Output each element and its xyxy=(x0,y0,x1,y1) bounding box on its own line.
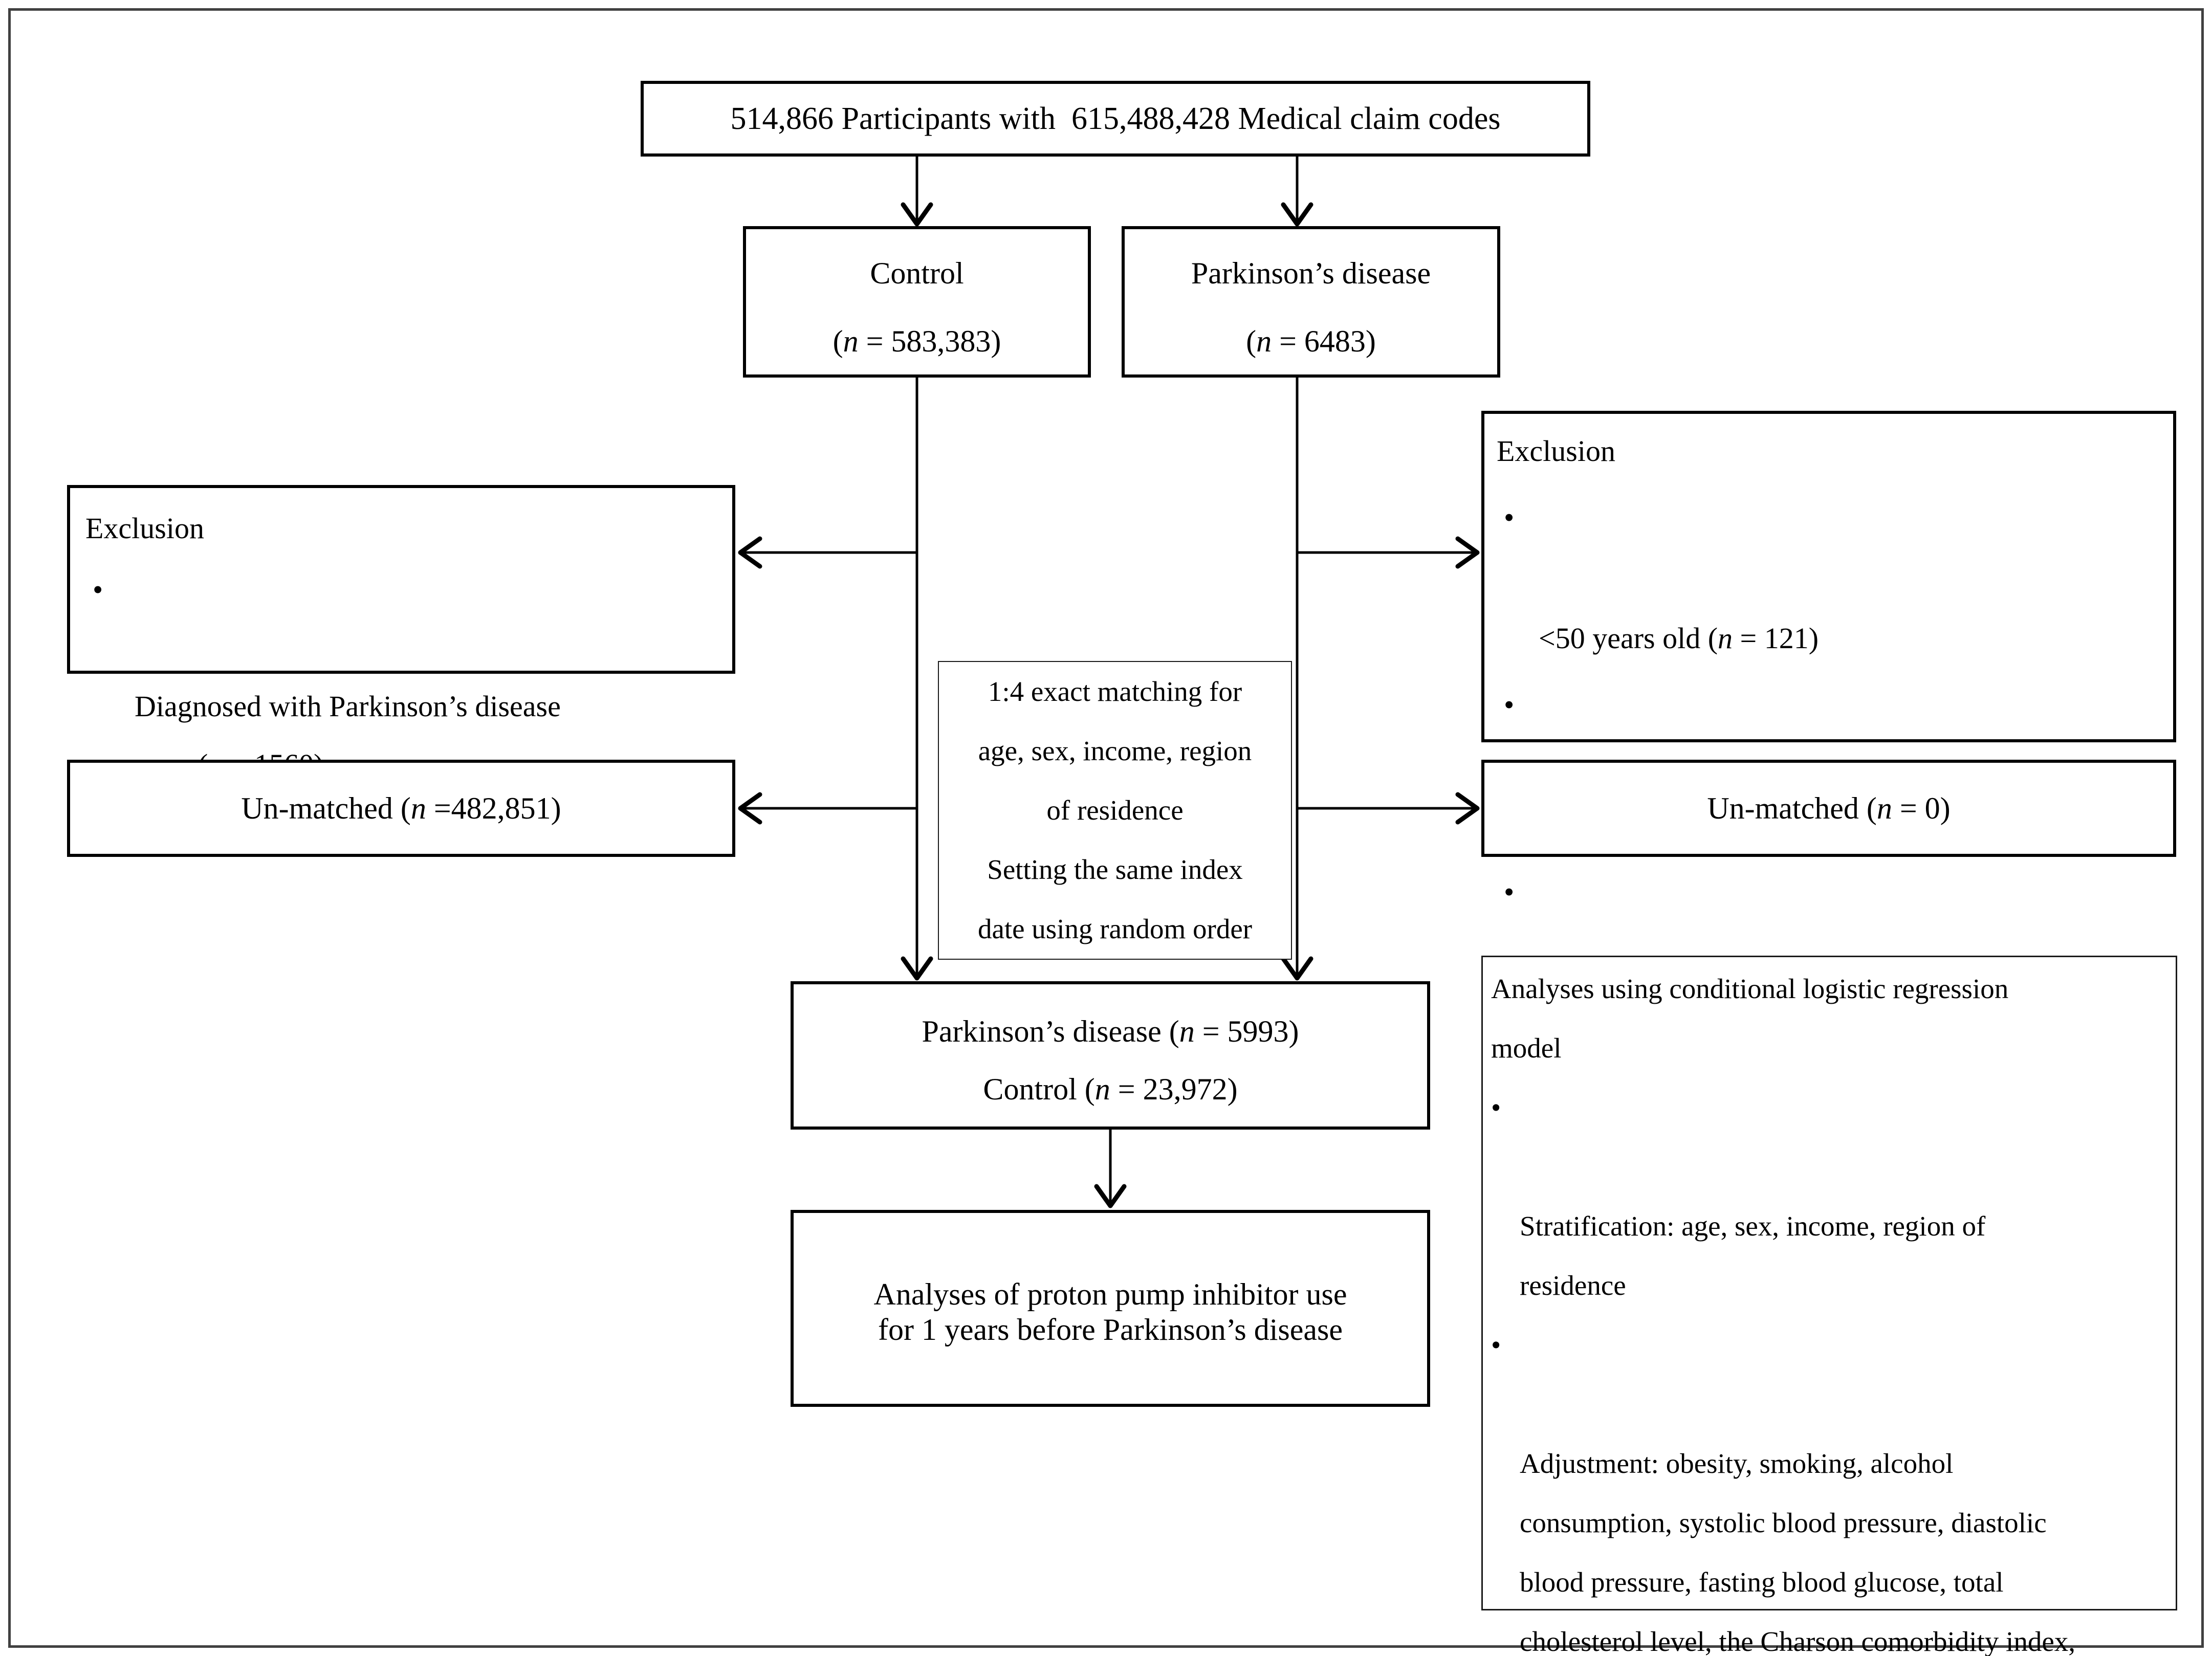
participants-box: 514,866 Participants with 615,488,428 Me… xyxy=(641,81,1590,157)
control-box: Control (n = 583,383) xyxy=(743,226,1091,378)
participants-text: 514,866 Participants with 615,488,428 Me… xyxy=(730,101,1501,136)
control-count: (n = 583,383) xyxy=(833,324,1001,358)
exclusion-right-item: • <50 years old (n = 121) xyxy=(1484,488,2173,669)
figure-border xyxy=(8,8,2204,1648)
arrow-lines xyxy=(743,157,1476,1204)
bullet-icon: • xyxy=(1504,875,1515,909)
regression-item: • Stratification: age, sex, income, regi… xyxy=(1483,1078,2176,1315)
matched-parkinsons-count: Parkinson’s disease (n = 5993) xyxy=(922,1014,1299,1048)
ppi-analysis-text: Analyses of proton pump inhibitor use fo… xyxy=(873,1277,1347,1346)
matched-cohort-box: Parkinson’s disease (n = 5993) Control (… xyxy=(791,981,1430,1130)
unmatched-right-box: Un-matched (n = 0) xyxy=(1481,760,2176,857)
exclusion-right-item-text: <50 years old (n = 121) xyxy=(1539,622,1819,655)
control-label: Control xyxy=(870,256,964,290)
arrow-heads xyxy=(738,202,1480,1208)
regression-item: • Adjustment: obesity, smoking, alcohol … xyxy=(1483,1315,2176,1656)
bullet-icon: • xyxy=(1491,1329,1501,1360)
regression-intro: Analyses using conditional logistic regr… xyxy=(1491,973,2009,1064)
bullet-icon: • xyxy=(93,573,103,606)
ppi-analysis-box: Analyses of proton pump inhibitor use fo… xyxy=(791,1210,1430,1407)
exclusion-left-item: • Diagnosed with Parkinson’s disease onc… xyxy=(70,561,732,794)
bullet-icon: • xyxy=(1504,501,1515,534)
matching-criteria-text: 1:4 exact matching for age, sex, income,… xyxy=(977,676,1253,944)
regression-model-box: Analyses using conditional logistic regr… xyxy=(1481,956,2177,1656)
bullet-icon: • xyxy=(1504,688,1515,721)
matched-control-count: Control (n = 23,972) xyxy=(983,1072,1238,1106)
parkinsons-box: Parkinson’s disease (n = 6483) xyxy=(1122,226,1500,378)
regression-item-text: Stratification: age, sex, income, region… xyxy=(1520,1210,1986,1301)
exclusion-right-box: Exclusion • <50 years old (n = 121) • 1-… xyxy=(1481,411,2176,1090)
exclusion-left-box: Exclusion • Diagnosed with Parkinson’s d… xyxy=(67,485,735,781)
parkinsons-count: (n = 6483) xyxy=(1246,324,1376,358)
regression-item-text: Adjustment: obesity, smoking, alcohol co… xyxy=(1520,1448,2075,1656)
unmatched-right-text: Un-matched (n = 0) xyxy=(1707,791,1951,825)
exclusion-right-title: Exclusion xyxy=(1497,434,1615,468)
parkinsons-label: Parkinson’s disease xyxy=(1191,256,1431,290)
unmatched-left-box: Un-matched (n =482,851) xyxy=(67,760,735,857)
bullet-icon: • xyxy=(1491,1092,1501,1123)
matching-criteria-box: 1:4 exact matching for age, sex, income,… xyxy=(938,661,1292,960)
exclusion-left-title: Exclusion xyxy=(85,512,204,545)
unmatched-left-text: Un-matched (n =482,851) xyxy=(241,791,561,825)
